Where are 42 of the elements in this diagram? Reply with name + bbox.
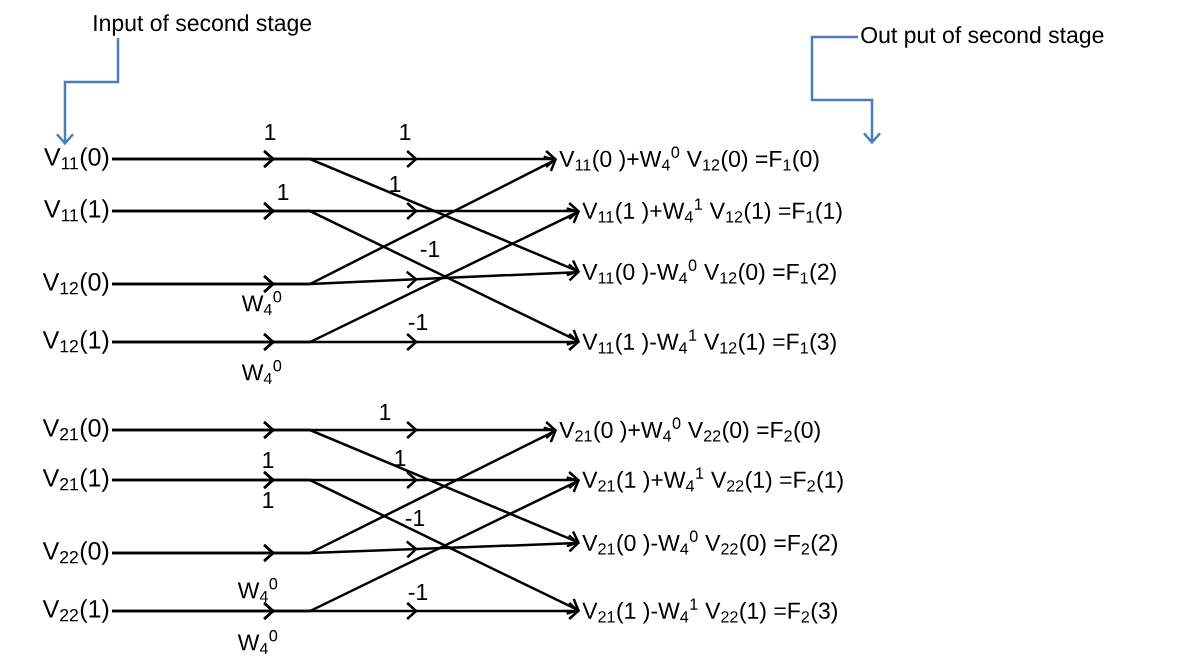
output-equation: V$_{11}$(1 )+W$_{4}$$^{1}$ V$_{12}$(1) =F$_{1}$(1) <box>582 198 842 224</box>
output-equation: V$_{11}$(1 )-W$_{4}$$^{1}$ V$_{12}$(1) =F$_{1}$(3) <box>582 329 836 355</box>
branch-weight: 1 <box>278 184 289 200</box>
branch-weight: W$_{4}$0 <box>241 360 282 384</box>
signal-arrow <box>112 263 580 293</box>
branch-weight: 1 <box>395 450 406 466</box>
branch-weight: W$_{4}$0 <box>241 291 282 315</box>
output-equation: V$_{11}$(0 )+W$_{4}$$^{0}$ V$_{12}$(0) =F$_{1}$(0) <box>559 146 819 172</box>
branch-weight: 1 <box>265 124 276 140</box>
branch-weight: 1 <box>400 124 411 140</box>
branch-weight: 1 <box>390 176 401 192</box>
signal-arrow <box>112 421 580 548</box>
branch-weight: -1 <box>405 510 425 526</box>
input-label: V$_{22}$(1) <box>42 599 109 623</box>
signal-arrow <box>112 150 580 277</box>
annotation-text: Out put of second stage <box>861 26 1104 48</box>
branch-weight: W$_{4}$0 <box>237 630 278 654</box>
signal-arrow <box>112 602 580 620</box>
branch-weight: 1 <box>263 452 274 468</box>
signal-arrow <box>112 534 580 562</box>
input-label: V$_{22}$(0) <box>42 541 109 565</box>
input-label: V$_{11}$(0) <box>44 147 109 171</box>
branch-weight: 1 <box>263 492 274 508</box>
pointer-arrow <box>810 35 881 145</box>
signal-arrow <box>112 333 580 351</box>
annotation-text: Input of second stage <box>94 14 312 36</box>
output-equation: V$_{21}$(1 )+W$_{4}$$^{1}$ V$_{22}$(1) =F$_{2}$(1) <box>582 467 843 493</box>
branch-weight: -1 <box>420 241 440 257</box>
output-equation: V$_{21}$(1 )-W$_{4}$$^{1}$ V$_{22}$(1) =F$_{2}$(3) <box>582 598 837 624</box>
output-equation: V$_{21}$(0 )-W$_{4}$$^{0}$ V$_{22}$(0) =F$_{2}$(2) <box>582 530 837 556</box>
branch-weight: 1 <box>380 404 391 420</box>
input-label: V$_{11}$(1) <box>44 199 109 223</box>
input-label: V$_{21}$(0) <box>42 418 109 442</box>
input-label: V$_{12}$(1) <box>42 330 109 354</box>
branch-weight: W$_{4}$0 <box>237 578 278 602</box>
output-equation: V$_{11}$(0 )-W$_{4}$$^{0}$ V$_{12}$(0) =F$_{1}$(2) <box>582 259 836 285</box>
branch-weight: -1 <box>408 584 428 600</box>
input-label: V$_{21}$(1) <box>42 468 109 492</box>
input-label: V$_{12}$(0) <box>42 272 109 296</box>
pointer-arrow <box>56 37 120 146</box>
branch-weight: -1 <box>408 314 428 330</box>
output-equation: V$_{21}$(0 )+W$_{4}$$^{0}$ V$_{22}$(0) =F$_{2}$(0) <box>559 417 820 443</box>
